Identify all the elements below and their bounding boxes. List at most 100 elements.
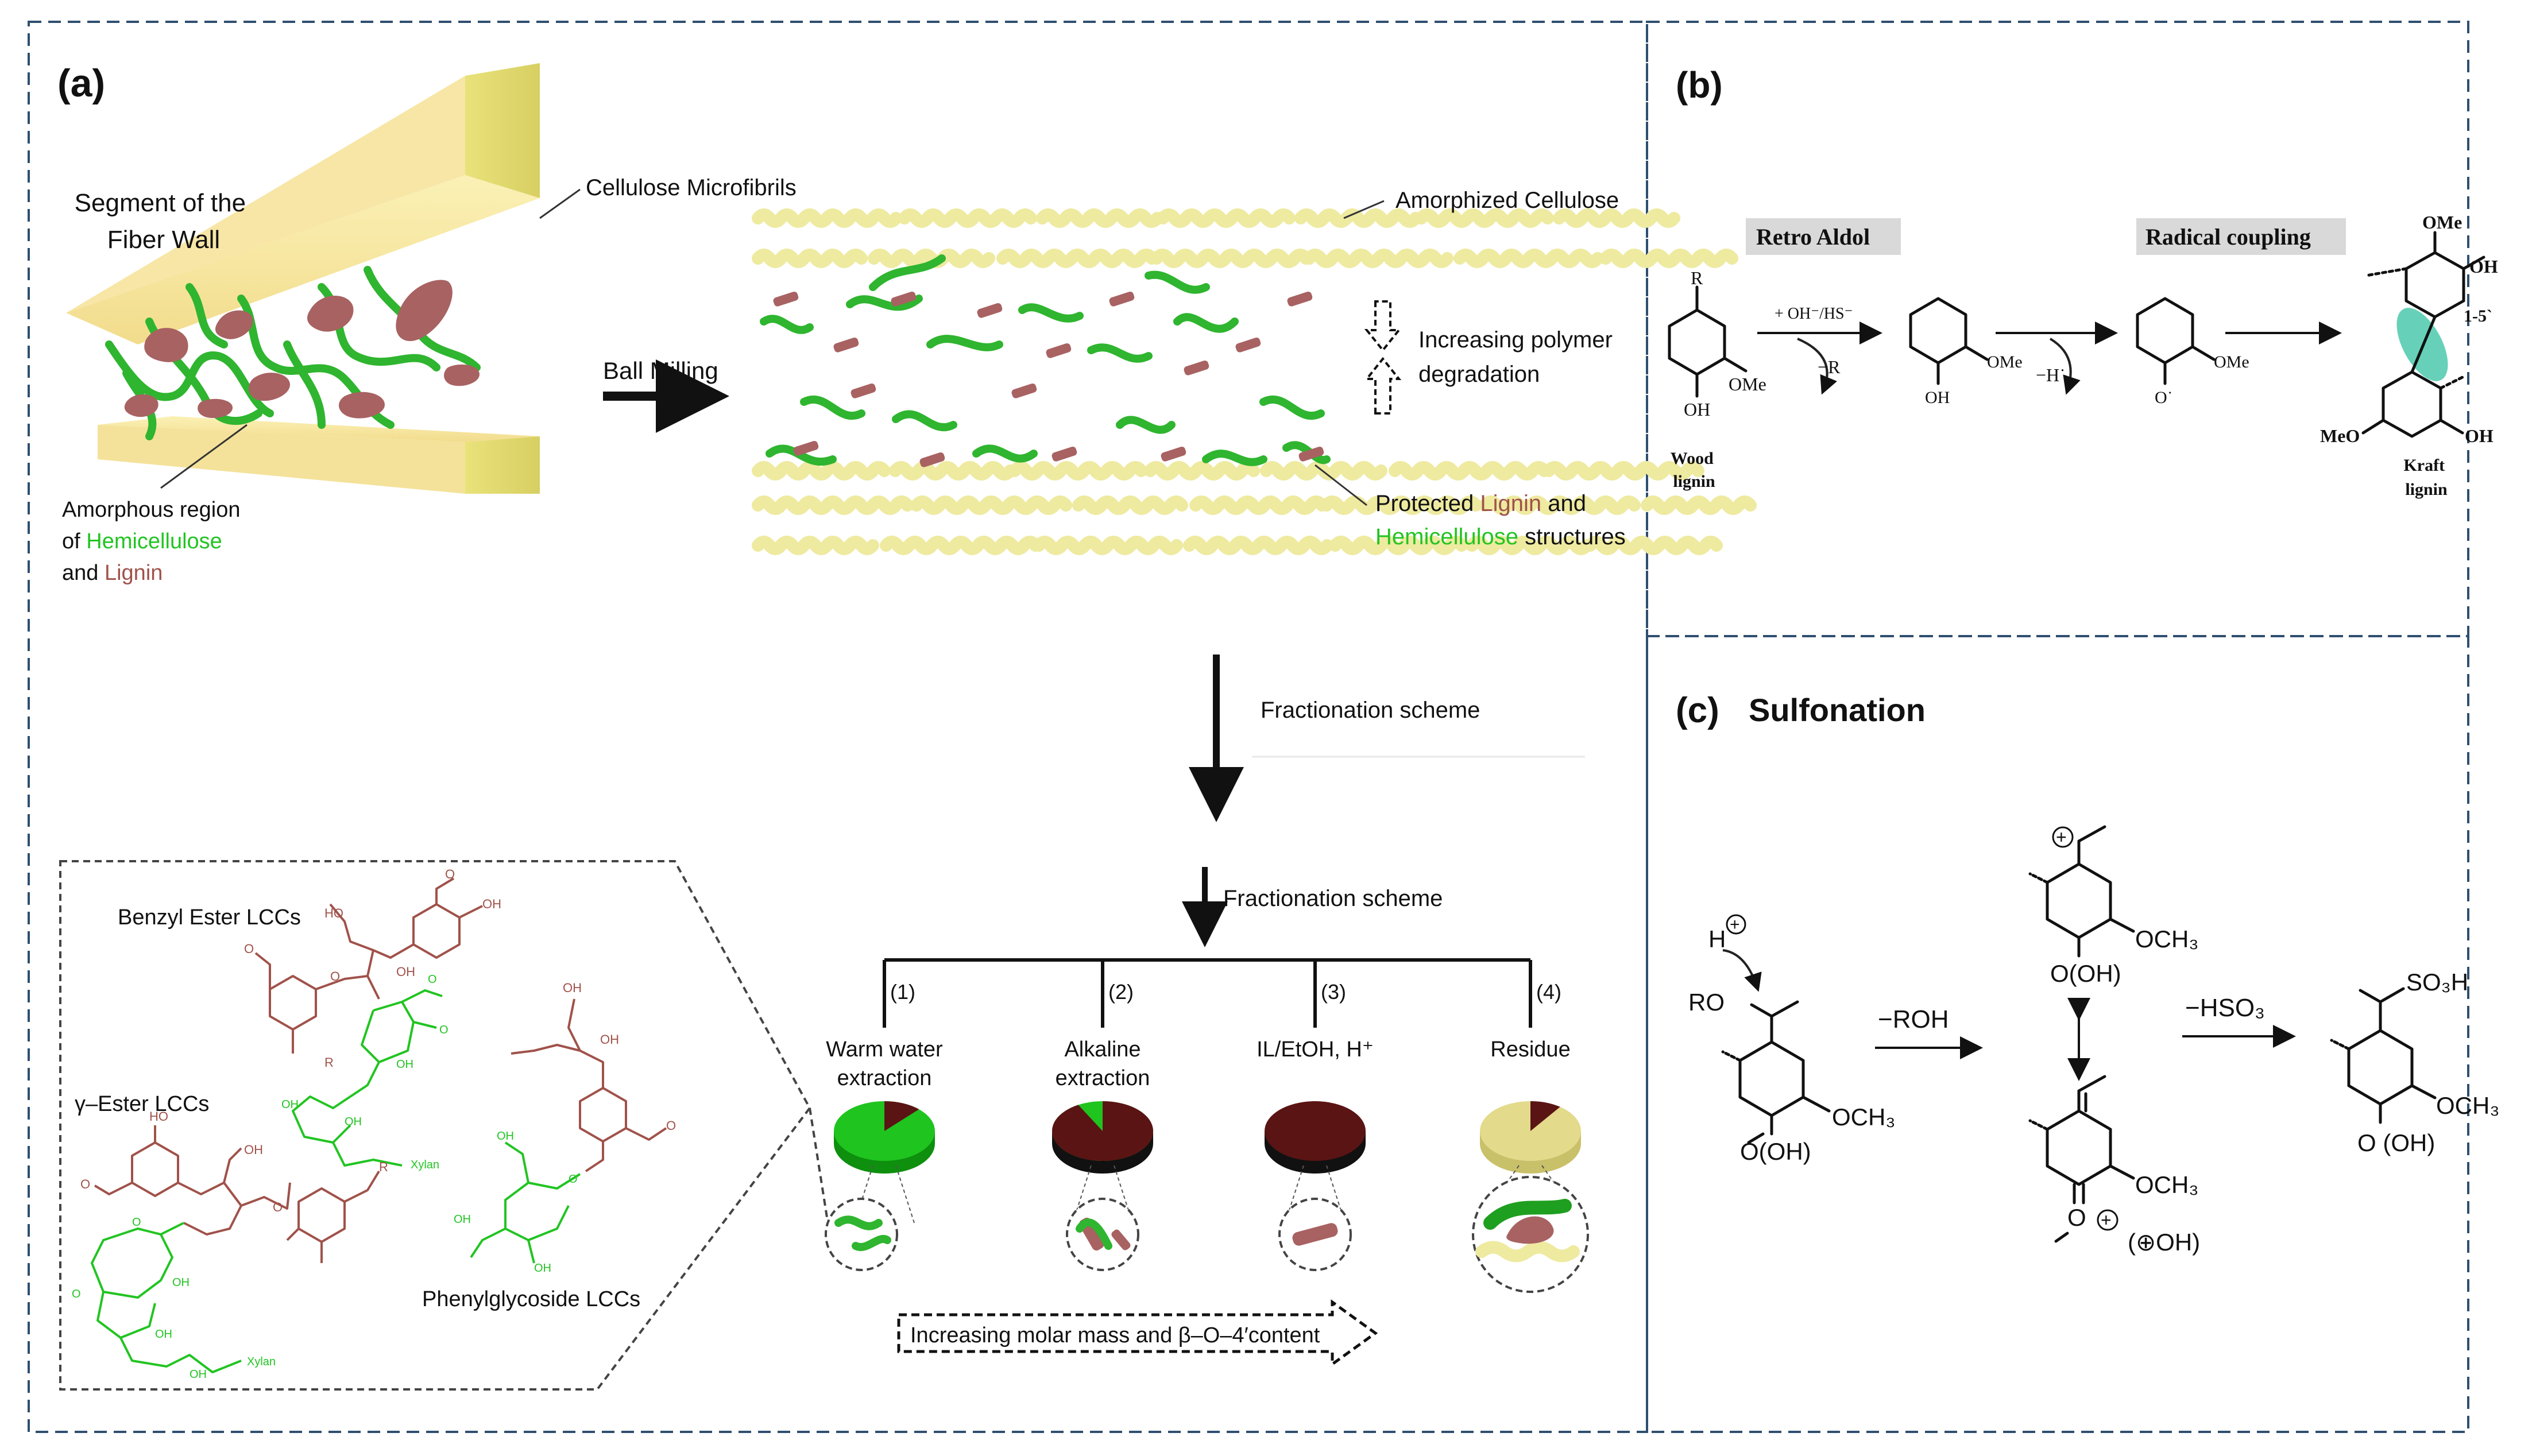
svg-text:−HSO₃: −HSO₃	[2185, 994, 2265, 1022]
svg-text:OCH₃: OCH₃	[2135, 926, 2198, 952]
cellulose-fiber	[1389, 461, 1551, 481]
lignin-fragment	[1161, 446, 1186, 462]
svg-text:R: R	[324, 1055, 334, 1070]
step-label: extraction	[837, 1066, 932, 1090]
cellulose-fiber	[752, 461, 891, 481]
cellulose-fiber	[1641, 495, 1757, 515]
pie-top	[1265, 1101, 1366, 1161]
panel-a: (a) S	[57, 61, 1757, 1391]
svg-text:OH: OH	[190, 1368, 207, 1381]
molar-mass-label: Increasing molar mass and β–O–4′content	[910, 1323, 1320, 1347]
cellulose-fiber	[752, 495, 914, 515]
svg-text:O: O	[72, 1288, 81, 1300]
lignin-fragment	[851, 383, 876, 398]
cellulose-fiber	[1036, 208, 1163, 228]
cellulose-fiber	[898, 208, 1037, 228]
cellulose-fiber	[1415, 208, 1554, 228]
svg-text:O(OH): O(OH)	[2050, 960, 2121, 987]
lignin-fragment	[977, 303, 1003, 318]
lignin-fragment	[1046, 343, 1072, 358]
lignin-fragment	[1506, 1216, 1554, 1244]
cellulose-fiber	[1584, 536, 1723, 555]
amorphous-region-label: Amorphous region of Hemicellulose and Li…	[62, 498, 246, 585]
panel-frames	[28, 21, 2469, 1433]
step-label: IL/EtOH, H⁺	[1257, 1037, 1374, 1062]
svg-text:O: O	[80, 1177, 90, 1191]
svg-text:+ OH⁻/HS⁻: + OH⁻/HS⁻	[1775, 305, 1853, 323]
svg-text:H: H	[1708, 926, 1726, 952]
panel-c-frame	[1646, 635, 2469, 1433]
hemicellulose-fragment	[852, 1235, 891, 1251]
cellulose-fiber	[1475, 1241, 1580, 1263]
lignin-fragment	[833, 337, 859, 353]
svg-text:OMe: OMe	[1729, 374, 1766, 394]
protected-leader	[1315, 464, 1367, 506]
svg-text:OH: OH	[244, 1143, 263, 1157]
fractionation-label-bottom: Fractionation scheme	[1223, 886, 1443, 911]
kraft-lignin-label: Kraft lignin	[2403, 456, 2449, 499]
svg-text:OH: OH	[497, 1130, 514, 1143]
svg-text:O: O	[569, 1173, 578, 1186]
cellulose-fiber	[1150, 249, 1312, 268]
amorphous-leader	[160, 424, 248, 489]
benzyl-ester-label: Benzyl Ester LCCs	[118, 905, 301, 930]
lignin-fragment	[1235, 337, 1261, 353]
svg-text:O: O	[428, 973, 437, 986]
lignin-fragment	[1051, 446, 1077, 462]
retro-aldol-box	[1746, 218, 1901, 255]
svg-text:+: +	[2056, 827, 2067, 847]
cellulose-fiber	[1553, 208, 1680, 228]
cellulose-fiber	[1072, 495, 1188, 515]
svg-text:HO: HO	[149, 1109, 168, 1124]
cellulose-fiber	[1320, 495, 1482, 515]
pie-lignin-slice	[884, 1101, 919, 1131]
svg-text:OMe: OMe	[1987, 353, 2023, 371]
hemicellulose-fragment	[1483, 1199, 1572, 1230]
hemicellulose-fragment	[972, 444, 1038, 463]
pie-lignin-slice	[1051, 1101, 1153, 1161]
svg-text:OH: OH	[396, 1058, 413, 1071]
cellulose-fiber	[910, 495, 1072, 515]
lcc-callout	[59, 860, 811, 1391]
step-label: Alkaline	[1064, 1037, 1141, 1062]
zoom-link	[895, 1165, 915, 1223]
sulfonation-title: Sulfonation	[1749, 692, 1926, 728]
cellulose-fiber	[889, 461, 1016, 481]
phenylglycoside-label: Phenylglycoside LCCs	[422, 1287, 640, 1311]
cellulose-fiber	[1144, 461, 1260, 481]
cellulose-fiber	[1183, 536, 1333, 555]
hemicellulose-fragment	[869, 254, 946, 291]
cellulose-fiber	[1466, 536, 1593, 555]
svg-text:OH: OH	[2465, 425, 2494, 446]
svg-text:−H˙: −H˙	[2036, 365, 2066, 385]
svg-text:(⊕OH): (⊕OH)	[2128, 1229, 2200, 1256]
lignin-fragment	[919, 452, 945, 467]
lignin-fragment	[1298, 446, 1324, 462]
cellulose-fiber	[1294, 208, 1422, 228]
lignin-fragment	[793, 440, 819, 456]
svg-text:O˙: O˙	[2155, 388, 2173, 407]
hemicellulose-fragment	[1173, 313, 1239, 333]
hemicellulose-fragment	[1145, 270, 1210, 294]
hemicellulose-fragment	[1259, 395, 1325, 420]
lignin-fragment	[891, 291, 917, 307]
svg-text:OCH₃: OCH₃	[2135, 1171, 2198, 1198]
retro-aldol-label: Retro Aldol	[1756, 224, 1870, 250]
fractionation-label-top: Fractionation scheme	[1261, 698, 1480, 723]
svg-text:O: O	[666, 1118, 676, 1133]
svg-text:O (OH): O (OH)	[2357, 1129, 2435, 1156]
svg-text:O: O	[273, 1200, 283, 1214]
lcc-structures: Benzyl Ester LCCs γ–Ester LCCs Phenylgly…	[72, 867, 676, 1381]
protected-label: Protected Lignin and Hemicellulose struc…	[1375, 491, 1626, 549]
panel-c-label: (c)	[1676, 691, 1719, 730]
svg-text:OH: OH	[345, 1116, 362, 1128]
svg-text:OH: OH	[2469, 256, 2498, 277]
lignin-fragment	[773, 291, 799, 307]
hemicellulose-fragment	[1116, 416, 1176, 434]
svg-text:O: O	[439, 1024, 449, 1036]
cellulose-fiber	[880, 536, 1042, 555]
fractionation-step: (4)Residue	[1472, 980, 1589, 1293]
cellulose-fiber	[868, 249, 995, 268]
step-label: extraction	[1056, 1066, 1150, 1090]
cellulose-fiber	[1008, 461, 1147, 481]
